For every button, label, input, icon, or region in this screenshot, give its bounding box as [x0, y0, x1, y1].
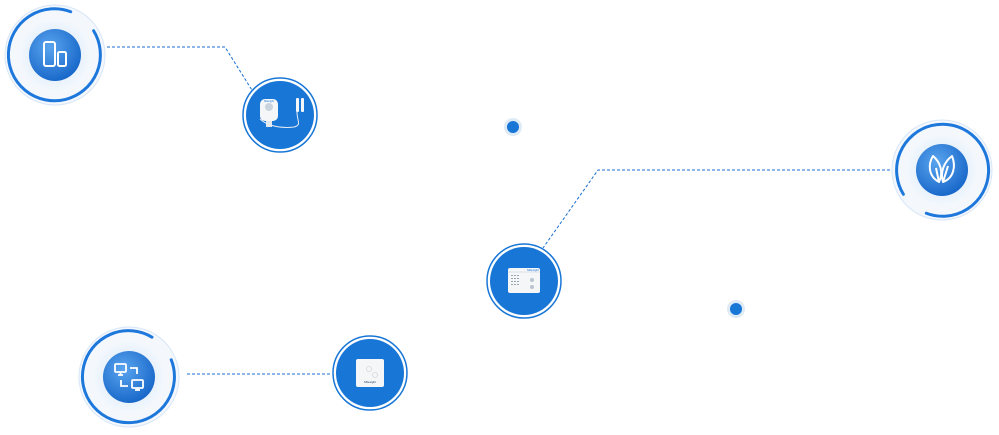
network-devices-icon: [114, 363, 144, 391]
feature-node-leaf: [891, 119, 993, 221]
leaf-icon: [928, 155, 955, 183]
thermostat-panel-icon: [508, 268, 540, 293]
mobile-devices-icon: [43, 41, 67, 67]
wall-switch-icon: [356, 359, 384, 387]
device-node-panel: Milesight: [486, 243, 562, 319]
device-label: Milesight: [364, 380, 376, 384]
device-label: Milesight: [527, 268, 539, 272]
device-node-sensor: Milesight: [242, 77, 318, 153]
indicator-dot-1: [504, 118, 522, 136]
device-node-switch: Milesight: [332, 335, 408, 411]
indicator-dot-2: [727, 300, 745, 318]
feature-node-network: [78, 326, 180, 428]
connector-line-2: [542, 169, 890, 249]
device-label: Milesight: [264, 100, 274, 103]
sensor-device-icon: [259, 98, 304, 128]
connector-line-1: [107, 46, 256, 96]
feature-node-mobile: [4, 4, 106, 106]
